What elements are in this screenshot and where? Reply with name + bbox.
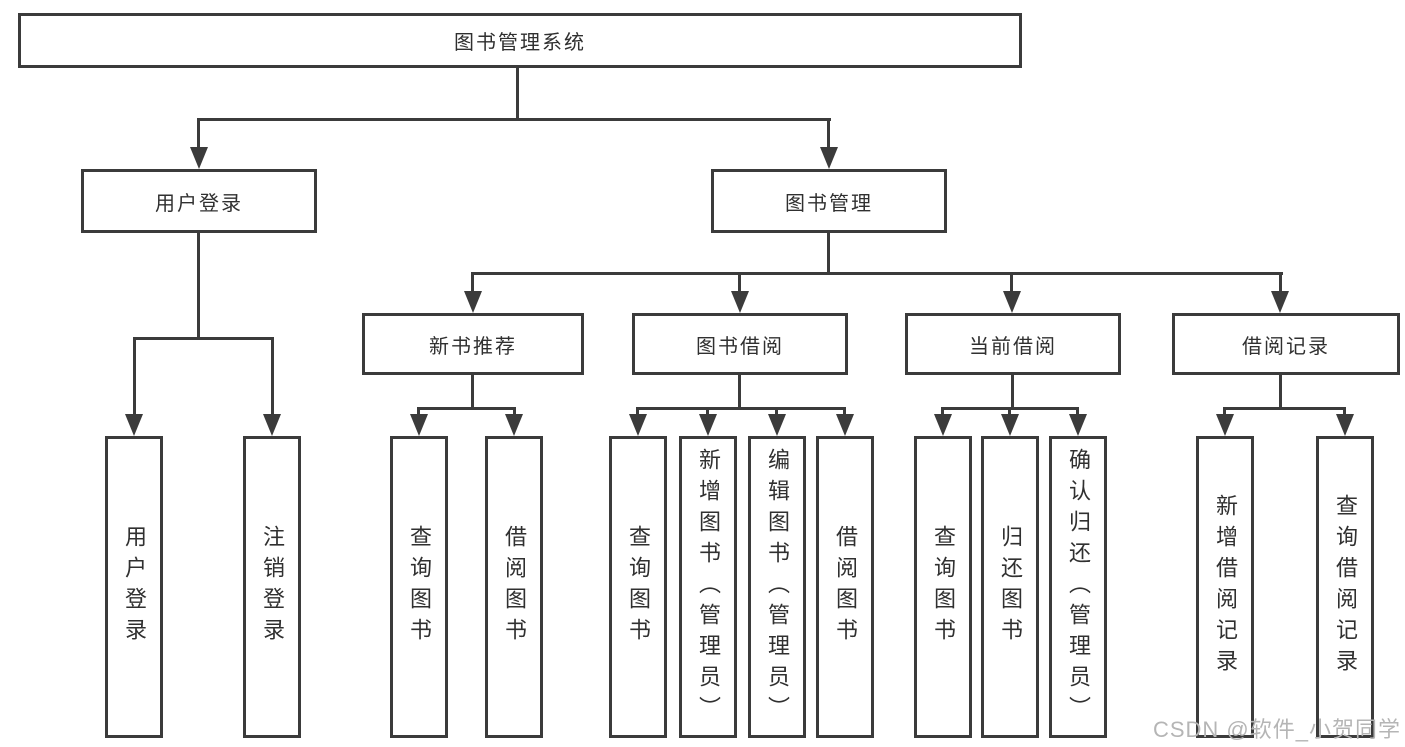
leaf-confirm-return-admin: 确认归还（管理员） [1049,436,1107,738]
arrow-down-icon [190,147,208,169]
leaf-label: 新增图书（管理员） [696,447,721,727]
leaf-query-books-current: 查询图书 [914,436,972,738]
arrow-down-icon [410,414,428,436]
leaf-user-login: 用户登录 [105,436,163,738]
connector-line-v [1011,375,1014,407]
leaf-borrow-books: 借阅图书 [816,436,874,738]
leaf-label: 用户登录 [122,525,147,649]
leaf-label: 注销登录 [260,525,285,649]
arrow-down-icon [820,147,838,169]
arrow-down-icon [629,414,647,436]
arrow-down-icon [125,414,143,436]
leaf-label: 新增借阅记录 [1213,494,1238,680]
leaf-label: 编辑图书（管理员） [765,447,790,727]
leaf-query-borrow-record: 查询借阅记录 [1316,436,1374,738]
leaf-label: 查询图书 [626,525,651,649]
arrow-down-icon [505,414,523,436]
connector-line-v [197,118,200,148]
csdn-watermark: CSDN @软件_小贺同学 [1152,717,1401,742]
leaf-label: 归还图书 [998,525,1023,649]
connector-line-v [516,68,519,118]
connector-line-h [636,407,846,410]
leaf-return-books: 归还图书 [981,436,1039,738]
node-new-book-recommend: 新书推荐 [362,313,584,375]
connector-line-v [271,337,274,416]
connector-line-v [1223,407,1226,416]
connector-line-v [775,407,778,416]
connector-line-v [706,407,709,416]
connector-line-v [827,118,830,148]
leaf-label: 确认归还（管理员） [1066,447,1091,727]
leaf-query-books-borrow: 查询图书 [609,436,667,738]
connector-line-v [1279,272,1282,292]
connector-line-v [1010,272,1013,292]
arrow-down-icon [1003,291,1021,313]
connector-line-v [738,272,741,292]
connector-line-v [1008,407,1011,416]
connector-line-v [1076,407,1079,416]
arrow-down-icon [768,414,786,436]
connector-line-v [133,337,136,416]
arrow-down-icon [934,414,952,436]
node-book-management: 图书管理 [711,169,947,233]
connector-line-v [513,407,516,416]
leaf-query-books-recommend: 查询图书 [390,436,448,738]
leaf-label: 查询借阅记录 [1333,494,1358,680]
node-book-borrow: 图书借阅 [632,313,848,375]
arrow-down-icon [731,291,749,313]
leaf-label: 查询图书 [931,525,956,649]
connector-line-h [1223,407,1346,410]
connector-line-v [197,233,200,337]
connector-line-v [1279,375,1282,407]
arrow-down-icon [1069,414,1087,436]
arrow-down-icon [1216,414,1234,436]
leaf-label: 借阅图书 [833,525,858,649]
node-current-borrow: 当前借阅 [905,313,1121,375]
connector-line-v [843,407,846,416]
arrow-down-icon [1336,414,1354,436]
arrow-down-icon [699,414,717,436]
connector-line-v [471,375,474,407]
arrow-down-icon [1271,291,1289,313]
arrow-down-icon [1001,414,1019,436]
connector-line-v [471,272,474,292]
leaf-add-books-admin: 新增图书（管理员） [679,436,737,738]
connector-line-v [827,233,830,272]
connector-line-v [636,407,639,416]
leaf-label: 查询图书 [407,525,432,649]
leaf-logout: 注销登录 [243,436,301,738]
node-user-login: 用户登录 [81,169,317,233]
arrow-down-icon [464,291,482,313]
connector-line-h [197,118,831,121]
leaf-label: 借阅图书 [502,525,527,649]
connector-line-v [1343,407,1346,416]
connector-line-v [417,407,420,416]
connector-line-h [133,337,274,340]
node-borrow-records: 借阅记录 [1172,313,1400,375]
arrow-down-icon [836,414,854,436]
connector-line-h [417,407,516,410]
connector-line-h [471,272,1283,275]
connector-line-v [941,407,944,416]
leaf-borrow-books-recommend: 借阅图书 [485,436,543,738]
node-library-system: 图书管理系统 [18,13,1022,68]
leaf-edit-books-admin: 编辑图书（管理员） [748,436,806,738]
leaf-add-borrow-record: 新增借阅记录 [1196,436,1254,738]
arrow-down-icon [263,414,281,436]
connector-line-v [738,375,741,407]
